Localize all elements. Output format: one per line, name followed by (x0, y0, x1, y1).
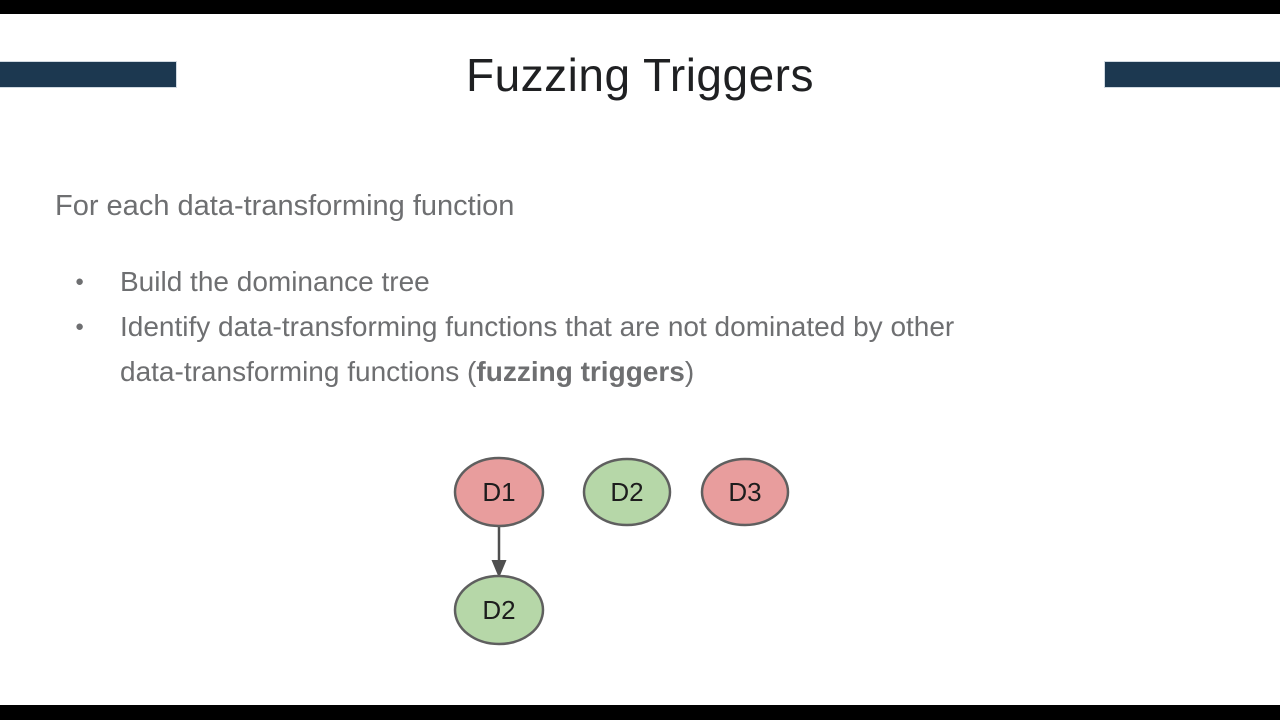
letterbox-top-bar (0, 0, 1280, 14)
bullet-icon: ● (75, 273, 85, 290)
bullet-text-identify-triggers: Identify data-transforming functions tha… (120, 304, 954, 394)
slide-title: Fuzzing Triggers (465, 49, 814, 101)
arrowhead-icon (491, 560, 507, 578)
bullet-2-line2-post: ) (684, 356, 695, 387)
bullet-2-line2-pre: data-transforming functions ( (120, 356, 477, 387)
node-d1-label: D1 (482, 477, 515, 507)
node-d3-label: D3 (728, 477, 761, 507)
node-d2-top-label: D2 (610, 477, 643, 507)
bullet-list: ● Build the dominance tree ● Identify da… (75, 259, 1175, 394)
bullet-item-identify-triggers: ● Identify data-transforming functions t… (75, 304, 1175, 394)
node-d1-top: D1 (453, 456, 545, 528)
edge-d1-to-d2 (491, 527, 507, 578)
node-d2-bottom: D2 (453, 574, 545, 646)
bullet-2-bold-fuzzing-triggers: fuzzing triggers (476, 356, 685, 387)
letterbox-bottom-bar (0, 705, 1280, 720)
accent-bar-left (0, 62, 176, 87)
bullet-2-line1: Identify data-transforming functions tha… (120, 311, 955, 342)
intro-text: For each data-transforming function (55, 190, 515, 222)
bullet-text-build-tree: Build the dominance tree (120, 266, 430, 297)
node-d2-top: D2 (582, 457, 672, 527)
dominance-tree-diagram: D1 D2 D3 D2 (453, 456, 790, 646)
node-d2-bottom-label: D2 (482, 595, 515, 625)
bullet-item-build-tree: ● Build the dominance tree (75, 259, 1175, 304)
node-d3-top: D3 (700, 457, 790, 527)
bullet-icon: ● (75, 318, 85, 335)
accent-bar-right (1105, 62, 1280, 87)
